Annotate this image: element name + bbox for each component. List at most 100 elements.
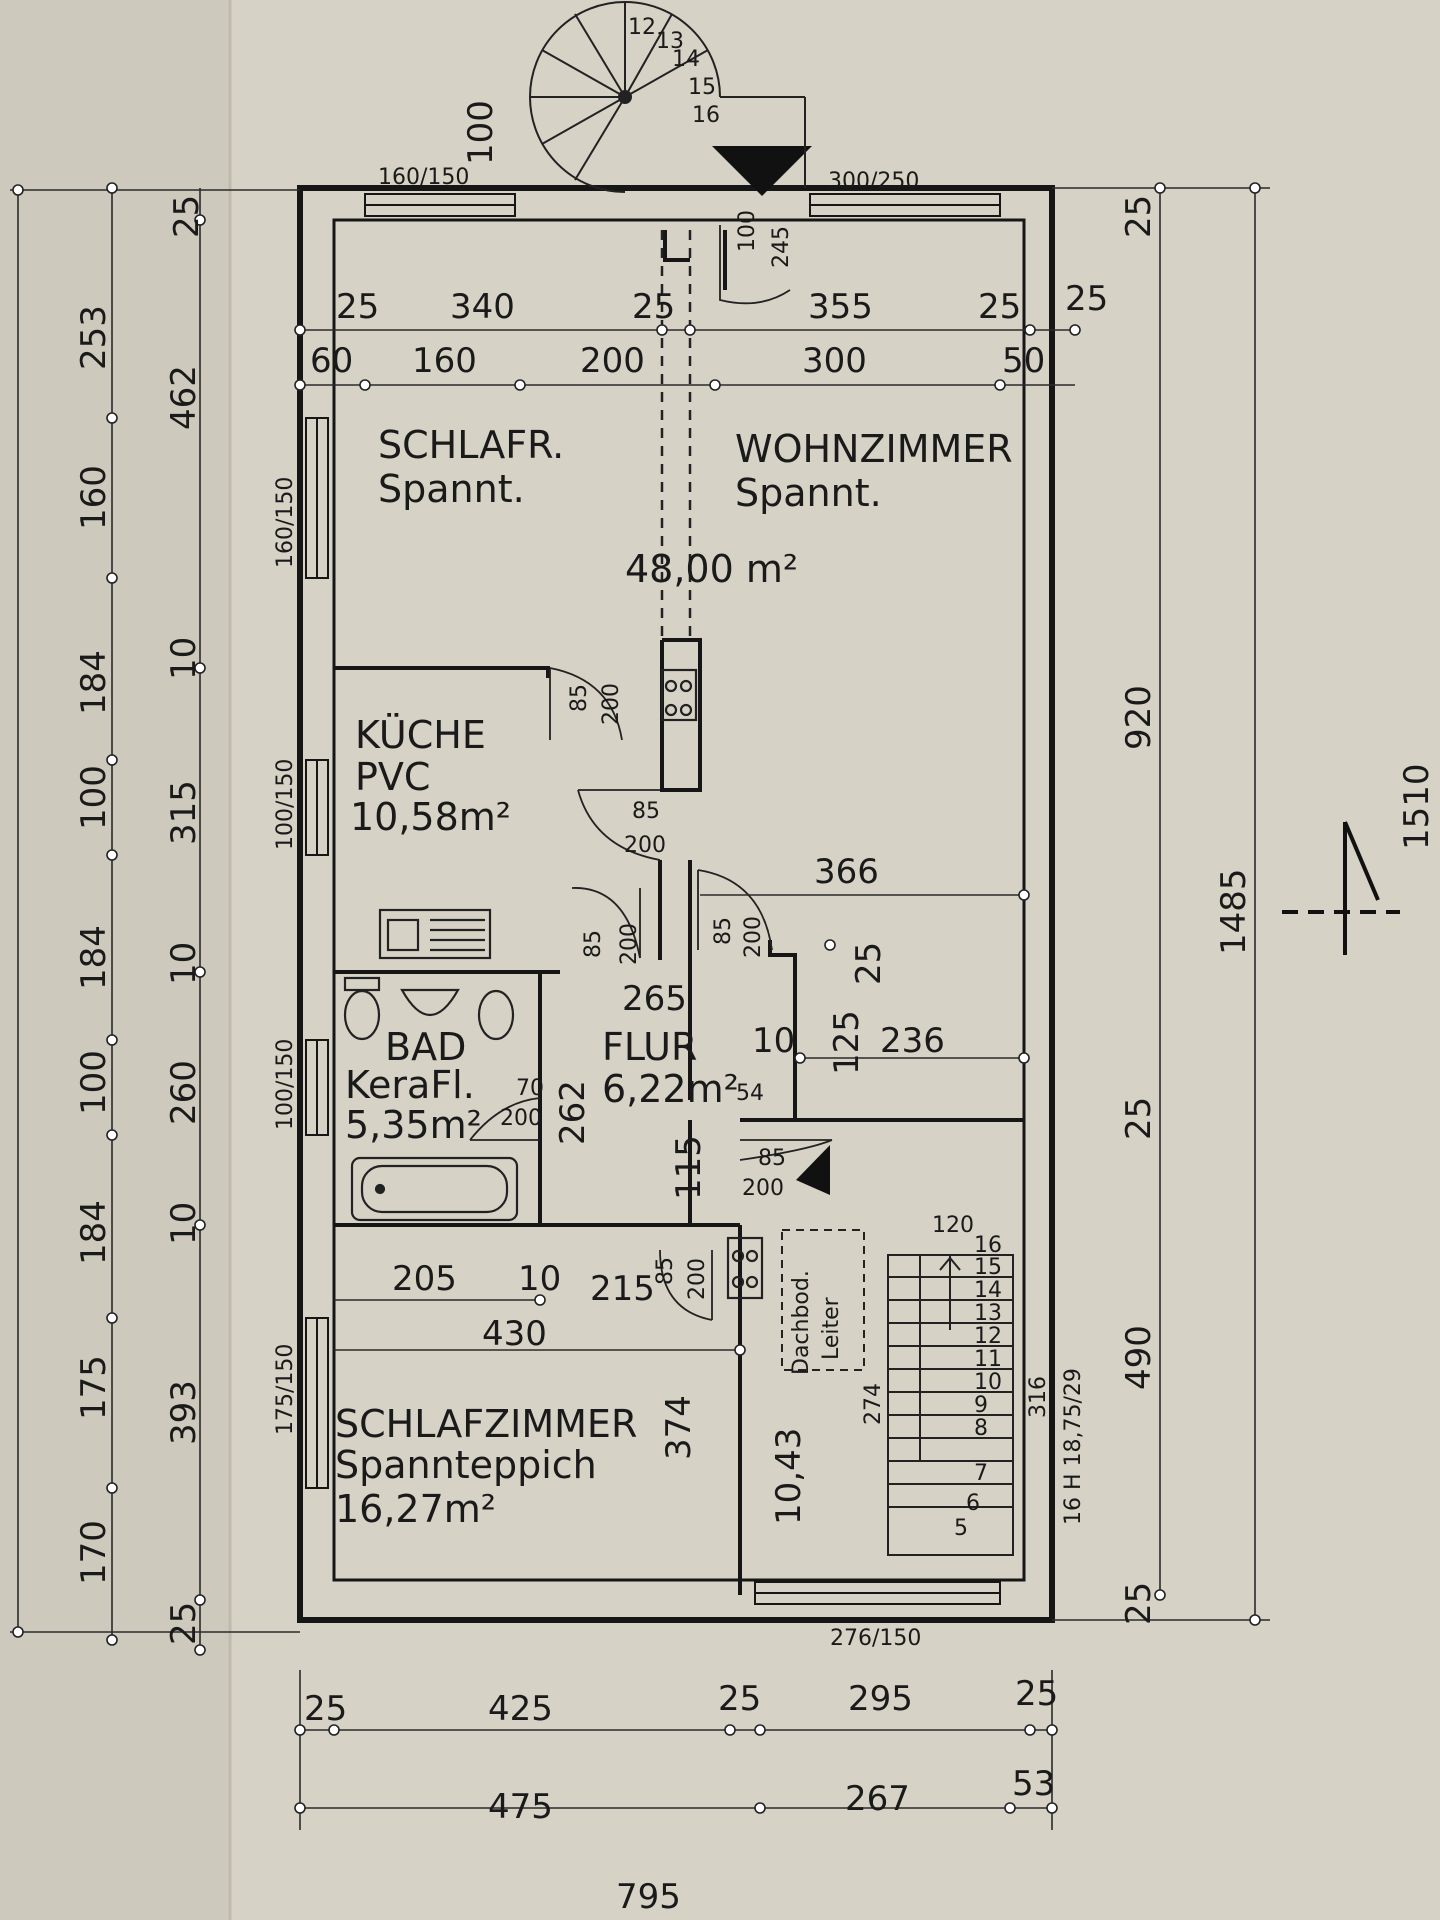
dim-inner-274: 274 bbox=[861, 1383, 886, 1425]
dim-top-25c: 25 bbox=[978, 287, 1021, 327]
dachboden-label-1: Dachbod. bbox=[789, 1270, 814, 1375]
dim-inner-10b: 10 bbox=[518, 1259, 561, 1299]
dim-inner-25: 25 bbox=[849, 942, 889, 985]
dim-inner-236: 236 bbox=[880, 1021, 945, 1061]
room-bad-floor: KeraFl. bbox=[345, 1063, 475, 1107]
dim-bottom-25a: 25 bbox=[304, 1689, 347, 1729]
room-divider-dashed bbox=[660, 230, 692, 640]
dim-window-top-left: 160/150 bbox=[378, 165, 469, 190]
dim-window-left-2: 100/150 bbox=[273, 759, 298, 850]
room-flur-name: FLUR bbox=[602, 1025, 697, 1069]
room-schlafzimmer-floor: Spannteppich bbox=[335, 1443, 597, 1487]
door-5-width: 70 bbox=[516, 1076, 544, 1101]
stair-rise-note: 16 H 18,75/29 bbox=[1061, 1368, 1086, 1525]
stair-step-14: 14 bbox=[974, 1278, 1002, 1303]
door-2-height: 200 bbox=[624, 833, 666, 858]
room-wohn-name: WOHNZIMMER bbox=[735, 427, 1013, 471]
dim-bottom-795: 795 bbox=[616, 1877, 681, 1917]
door-1-height: 200 bbox=[599, 683, 624, 725]
room-bad-area: 5,35m² bbox=[345, 1103, 482, 1147]
dim-left-10b: 10 bbox=[164, 942, 204, 985]
room-wohn-area: 48,00 m² bbox=[625, 547, 798, 591]
dim-left-184b: 184 bbox=[74, 925, 114, 990]
dim-left-160: 160 bbox=[74, 465, 114, 530]
room-schlafzimmer-area: 16,27m² bbox=[335, 1487, 496, 1531]
dim-inner-366: 366 bbox=[814, 852, 879, 892]
stair-step-13: 13 bbox=[974, 1301, 1002, 1326]
paper-fold-shadow bbox=[0, 0, 230, 1920]
dim-top-25d: 25 bbox=[1065, 279, 1108, 319]
dim-top-200: 200 bbox=[580, 341, 645, 381]
dim-spiral-245: 245 bbox=[769, 226, 794, 268]
dim-left-462: 462 bbox=[164, 365, 204, 430]
straight-staircase bbox=[781, 1229, 1014, 1556]
dim-left-100a: 100 bbox=[74, 765, 114, 830]
dim-right-316: 316 bbox=[1026, 1376, 1051, 1418]
dim-top-60: 60 bbox=[310, 341, 353, 381]
dim-inner-1043: 10,43 bbox=[769, 1428, 809, 1525]
dim-inner-125: 125 bbox=[827, 1010, 867, 1075]
section-marker bbox=[1282, 821, 1400, 955]
dim-inner-265: 265 bbox=[622, 979, 687, 1019]
room-wohn-floor: Spannt. bbox=[735, 471, 882, 515]
stair-step-6: 6 bbox=[966, 1491, 980, 1516]
dim-left-184a: 184 bbox=[74, 650, 114, 715]
stair-step-16: 16 bbox=[974, 1233, 1002, 1258]
dim-bottom-25b: 25 bbox=[718, 1679, 761, 1719]
dim-inner-215: 215 bbox=[590, 1269, 655, 1309]
dim-top-50: 50 bbox=[1002, 341, 1045, 381]
door-4-height: 200 bbox=[741, 916, 766, 958]
room-schlafr-floor: Spannt. bbox=[378, 467, 525, 511]
door-6-height: 200 bbox=[742, 1176, 784, 1201]
dim-right-25c: 25 bbox=[1119, 1582, 1159, 1625]
entrance-markers bbox=[712, 146, 830, 1195]
dim-inner-262: 262 bbox=[553, 1080, 593, 1145]
dim-left-25b: 25 bbox=[164, 1602, 204, 1645]
stair-step-15: 15 bbox=[974, 1255, 1002, 1280]
room-schlafzimmer-name: SCHLAFZIMMER bbox=[335, 1402, 637, 1446]
dim-left-170: 170 bbox=[74, 1520, 114, 1585]
dim-inner-374: 374 bbox=[659, 1395, 699, 1460]
dim-left-10a: 10 bbox=[164, 637, 204, 680]
stair-step-11: 11 bbox=[974, 1347, 1002, 1372]
dim-top-300: 300 bbox=[802, 341, 867, 381]
dim-left-260: 260 bbox=[164, 1060, 204, 1125]
dim-right-1510: 1510 bbox=[1397, 763, 1437, 850]
dim-inner-10a: 10 bbox=[752, 1021, 795, 1061]
dim-window-top-right: 300/250 bbox=[828, 169, 919, 194]
dim-inner-115: 115 bbox=[669, 1135, 709, 1200]
door-1-width: 85 bbox=[567, 684, 592, 712]
dim-window-left-1: 160/150 bbox=[273, 477, 298, 568]
door-6-width: 85 bbox=[758, 1146, 786, 1171]
room-schlafr-name: SCHLAFR. bbox=[378, 423, 564, 467]
door-4-width: 85 bbox=[711, 917, 736, 945]
stair-step-10: 10 bbox=[974, 1370, 1002, 1395]
dim-right-25a: 25 bbox=[1119, 195, 1159, 238]
stair-step-8: 8 bbox=[974, 1416, 988, 1441]
dim-top-25a: 25 bbox=[336, 287, 379, 327]
room-kueche-area: 10,58m² bbox=[350, 795, 511, 839]
room-flur-area: 6,22m² bbox=[602, 1067, 739, 1111]
dim-bottom-25c: 25 bbox=[1015, 1674, 1058, 1714]
dim-right-920: 920 bbox=[1119, 685, 1159, 750]
dim-left-25: 25 bbox=[167, 195, 207, 238]
dim-inner-120: 120 bbox=[932, 1213, 974, 1238]
room-bad-name: BAD bbox=[385, 1025, 466, 1069]
dim-spiral-100: 100 bbox=[461, 100, 501, 165]
dim-inner-205: 205 bbox=[392, 1259, 457, 1299]
spiral-step-14: 14 bbox=[672, 47, 700, 72]
stair-step-9: 9 bbox=[974, 1393, 988, 1418]
spiral-step-15: 15 bbox=[688, 75, 716, 100]
stair-step-5: 5 bbox=[954, 1516, 968, 1541]
dim-top-340: 340 bbox=[450, 287, 515, 327]
door-3-height: 200 bbox=[617, 923, 642, 965]
dim-inner-430: 430 bbox=[482, 1314, 547, 1354]
dim-left-393: 393 bbox=[164, 1380, 204, 1445]
spiral-step-13: 13 bbox=[656, 29, 684, 54]
dim-left-10c: 10 bbox=[164, 1202, 204, 1245]
chimney bbox=[660, 668, 764, 1300]
dim-bottom-425: 425 bbox=[488, 1689, 553, 1729]
dim-right-490: 490 bbox=[1119, 1325, 1159, 1390]
windows bbox=[305, 193, 1001, 1605]
